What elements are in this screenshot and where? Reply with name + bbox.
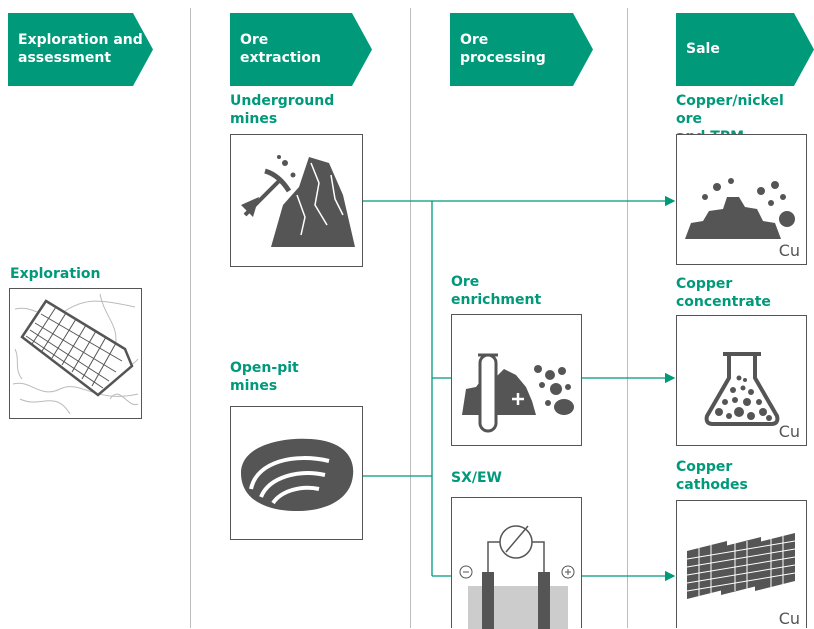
- label-line2: enrichment: [451, 292, 542, 308]
- stage-title-line1: Exploration and: [18, 32, 143, 48]
- node-label-sxew: SX/EW: [451, 469, 502, 487]
- node-label-ore-enrichment: Ore enrichment: [451, 273, 541, 309]
- stage-divider: [627, 8, 628, 628]
- copper-cathodes-box: Cu: [676, 500, 807, 628]
- map-plot-icon: [12, 293, 139, 415]
- stage-header-exploration: Exploration and assessment: [8, 13, 153, 86]
- label-line2: mines: [230, 378, 278, 394]
- flask-icon: [704, 352, 780, 426]
- cu-tag: Cu: [778, 609, 800, 628]
- label-line1: Underground: [230, 93, 335, 109]
- node-label-open-pit-mines: Open-pit mines: [230, 359, 299, 395]
- label-line1: SX/EW: [451, 470, 502, 486]
- open-pit-icon: [241, 438, 354, 511]
- node-label-copper-cathodes: Copper cathodes: [676, 458, 748, 494]
- stage-header-ore-processing: Ore processing: [450, 13, 593, 86]
- stage-title-line1: Sale: [686, 41, 720, 57]
- ore-pile-icon: [685, 178, 795, 239]
- stage-title-line1: Ore: [240, 32, 269, 48]
- label-line1: Exploration: [10, 266, 101, 282]
- label-line1: Open-pit: [230, 360, 299, 376]
- label-line2: concentrate: [676, 294, 771, 310]
- cathode-stack-icon: [686, 533, 796, 599]
- label-line1: Copper: [676, 459, 733, 475]
- stage-divider: [190, 8, 191, 628]
- sxew-box: [451, 497, 582, 629]
- stage-header-sale: Sale: [676, 13, 814, 86]
- stage-title-line2: extraction: [240, 50, 321, 66]
- node-label-underground-mines: Underground mines: [230, 92, 334, 128]
- exploration-box: [9, 288, 142, 419]
- label-line1: Copper: [676, 276, 733, 292]
- label-line2: cathodes: [676, 477, 748, 493]
- node-label-exploration: Exploration: [10, 265, 100, 283]
- stage-header-ore-extraction: Ore extraction: [230, 13, 372, 86]
- label-line1: Ore: [451, 274, 480, 290]
- stage-title-line2: processing: [460, 50, 546, 66]
- underground-mines-box: [230, 134, 363, 267]
- pickaxe-rock-icon: [241, 155, 355, 247]
- stage-title-line2: assessment: [18, 50, 112, 66]
- electrolysis-icon: [459, 525, 575, 629]
- stage-title-line1: Ore: [460, 32, 489, 48]
- copper-concentrate-box: Cu: [676, 315, 807, 446]
- label-line2: mines: [230, 111, 278, 127]
- open-pit-mines-box: [230, 406, 363, 540]
- test-tube-ore-icon: [462, 353, 574, 433]
- stage-divider: [410, 8, 411, 628]
- node-label-copper-concentrate: Copper concentrate: [676, 275, 771, 311]
- copper-nickel-ore-box: Cu: [676, 134, 807, 265]
- ore-enrichment-box: [451, 314, 582, 446]
- cu-tag: Cu: [778, 422, 800, 441]
- label-line1: Copper/nickel ore: [676, 93, 784, 127]
- cu-tag: Cu: [778, 241, 800, 260]
